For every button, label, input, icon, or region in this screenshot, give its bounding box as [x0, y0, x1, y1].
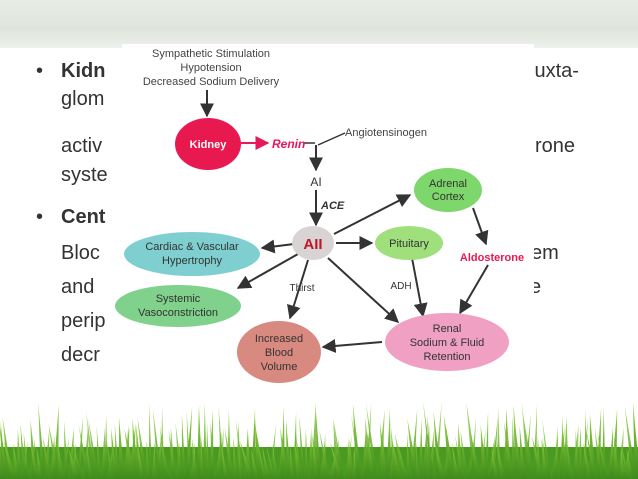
arrow-aii-cardiac: [260, 239, 295, 254]
aii-label: AII: [303, 236, 322, 253]
top-banner: [0, 0, 638, 48]
line3-right-text: rone: [535, 135, 576, 157]
bullet-marker-2: •: [36, 206, 44, 228]
cardiac-label-1: Cardiac & Vascular: [145, 241, 239, 253]
ai-label: AI: [310, 175, 321, 189]
renal-retention-node: [385, 313, 509, 371]
pituitary-label: Pituitary: [389, 238, 429, 250]
kidney-label: Kidney: [190, 139, 228, 151]
arrow-renal-blood: [321, 338, 383, 353]
arrow-pituitary-renal: [411, 257, 428, 318]
aii-node: [292, 226, 334, 260]
arrow-adrenal-aldosterone: [472, 207, 489, 246]
stimulus-sympathetic: Sympathetic Stimulation: [152, 48, 270, 60]
arrow-aii-renal: [327, 257, 400, 323]
arrow-aii-adrenal: [333, 194, 412, 235]
bullet1-right-text: juxta-: [530, 60, 579, 82]
bullet1-text: Kidn: [61, 60, 106, 82]
line9-text: decr: [61, 344, 100, 366]
grass-footer: [0, 402, 638, 479]
arrow-aii-systemic: [236, 253, 299, 289]
adrenal-label-1: Adrenal: [429, 178, 467, 190]
kidney-node: [175, 118, 241, 170]
bullet2-text: Cent: [61, 206, 106, 228]
arrow-aldosterone-renal: [459, 264, 489, 315]
systemic-label-2: Vasoconstriction: [138, 307, 218, 319]
line4-text: syste: [61, 164, 108, 186]
thirst-label: Thirst: [290, 283, 315, 294]
renal-label-1: Renal: [433, 323, 462, 335]
blood-label-3: Volume: [261, 361, 298, 373]
angiotensinogen-label: Angiotensinogen: [345, 127, 427, 139]
stimulus-hypotension: Hypotension: [180, 62, 241, 74]
line2-text: glom: [61, 88, 105, 110]
cardiac-hypertrophy-node: [124, 232, 260, 276]
line3-text: activ: [61, 135, 103, 157]
blood-label-2: Blood: [265, 347, 293, 359]
line6-right-text: em: [531, 242, 559, 264]
pituitary-node: [375, 226, 443, 260]
renal-label-3: Retention: [423, 351, 470, 363]
adh-label: ADH: [390, 281, 411, 292]
renin-label: Renin: [272, 137, 305, 151]
blood-label-1: Increased: [255, 333, 303, 345]
line8-text: perip: [61, 310, 106, 332]
line7-text: and: [61, 276, 95, 298]
systemic-label-1: Systemic: [156, 293, 201, 305]
line7-right-text: e: [530, 276, 542, 298]
blood-volume-node: [237, 321, 321, 383]
cardiac-label-2: Hypertrophy: [162, 255, 222, 267]
stimulus-sodium: Decreased Sodium Delivery: [143, 76, 280, 88]
bullet-marker: •: [36, 60, 44, 82]
line-angiotensinogen: [317, 132, 346, 146]
renal-label-2: Sodium & Fluid: [410, 337, 485, 349]
aldosterone-label: Aldosterone: [460, 252, 524, 264]
ace-label: ACE: [320, 200, 345, 212]
arrow-aii-blood: [287, 259, 309, 320]
adrenal-cortex-node: [414, 168, 482, 212]
systemic-vasoconstriction-node: [115, 285, 241, 327]
line6-text: Bloc: [61, 242, 100, 264]
adrenal-label-2: Cortex: [432, 191, 465, 203]
